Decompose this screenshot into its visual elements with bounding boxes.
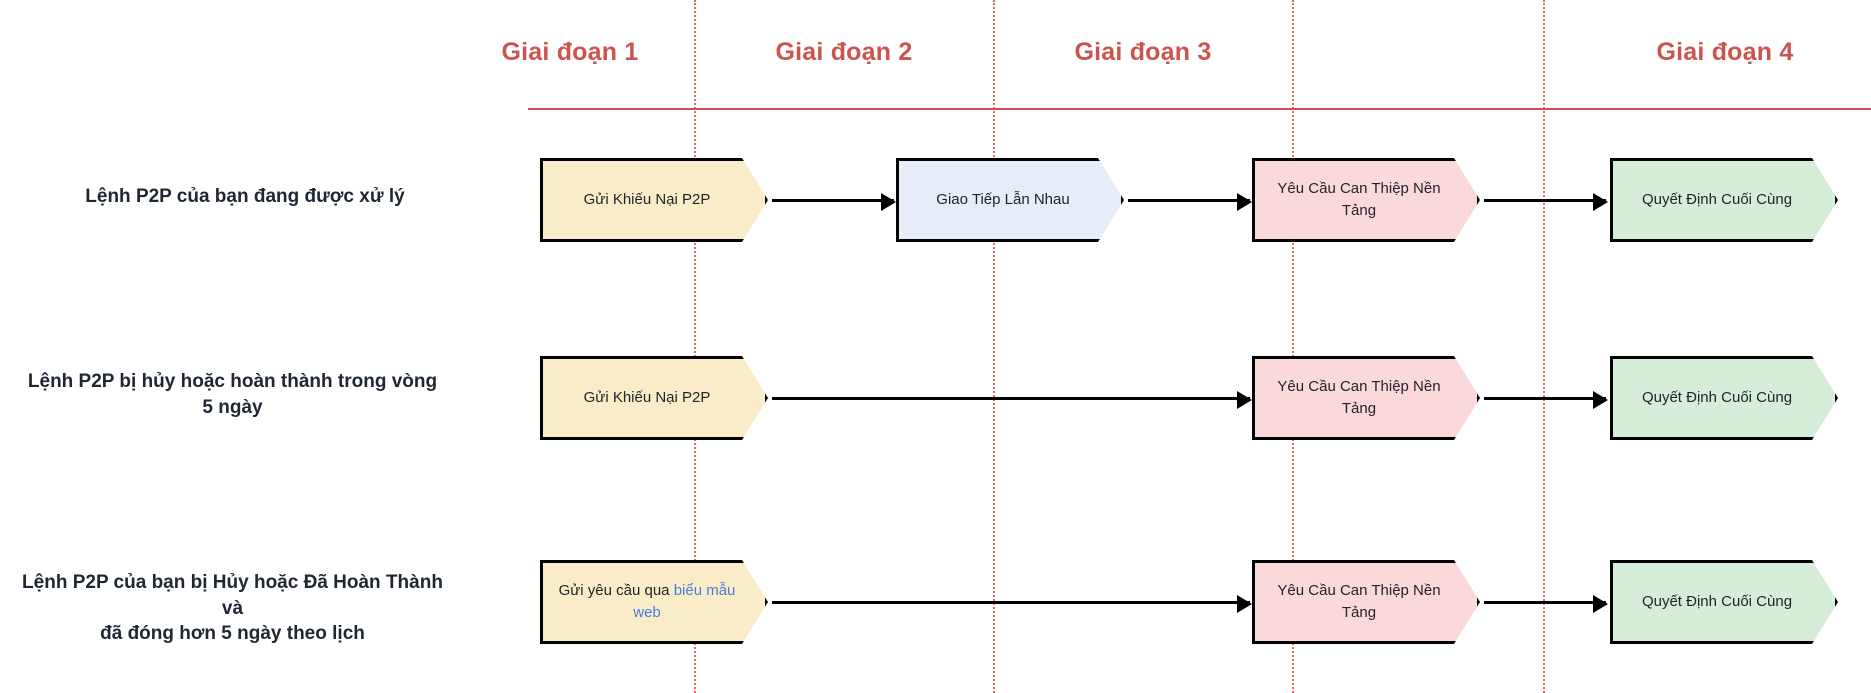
row-label-1: Lệnh P2P của bạn đang được xử lý (85, 186, 405, 207)
row3-node-3-label: Quyết Định Cuối Cùng (1641, 592, 1793, 610)
row1-node-3[interactable]: Yêu Cầu Can Thiệp Nền Tảng (1252, 158, 1480, 242)
row3-connector-1 (772, 595, 1252, 613)
phase-header-1: Giai đoạn 1 (501, 38, 639, 66)
row1-connector-3 (1484, 193, 1608, 211)
phase-header-2: Giai đoạn 2 (775, 38, 913, 66)
row-label-3-line1: Lệnh P2P của bạn bị Hủy hoặc Đã Hoàn Thà… (22, 572, 443, 619)
row-label-2: Lệnh P2P bị hủy hoặc hoàn thành trong vò… (27, 371, 438, 418)
row1-node-4[interactable]: Quyết Định Cuối Cùng (1610, 158, 1838, 242)
row1-connector-1 (772, 193, 896, 211)
row-label-3: Lệnh P2P của bạn bị Hủy hoặc Đã Hoàn Thà… (20, 570, 445, 647)
phase-header-4: Giai đoạn 4 (1656, 38, 1794, 66)
row3-node-1-prefix: Gửi yêu cầu qua (558, 581, 674, 599)
column-separator-3 (1292, 0, 1294, 693)
phase-header-3: Giai đoạn 3 (1074, 38, 1212, 66)
row1-node-1-label: Gửi Khiếu Nại P2P (583, 190, 711, 208)
row-label-3-line2: đã đóng hơn 5 ngày theo lịch (100, 623, 365, 645)
column-separator-1 (694, 0, 696, 693)
row2-node-1-label: Gửi Khiếu Nại P2P (583, 388, 711, 406)
row2-connector-2 (1484, 391, 1608, 409)
row2-node-1[interactable]: Gửi Khiếu Nại P2P (540, 356, 768, 440)
row1-node-3-label: Yêu Cầu Can Thiệp Nền Tảng (1277, 179, 1441, 219)
header-divider-rule (528, 108, 1871, 110)
row2-connector-1 (772, 391, 1252, 409)
web-form-link[interactable]: biểu mẫu web (633, 581, 736, 621)
row3-node-1-label: Gửi yêu cầu qua biểu mẫu web (555, 580, 739, 625)
row1-node-2-label: Giao Tiếp Lẫn Nhau (936, 190, 1070, 208)
row1-node-1[interactable]: Gửi Khiếu Nại P2P (540, 158, 768, 242)
column-separator-2 (993, 0, 995, 693)
row1-node-2[interactable]: Giao Tiếp Lẫn Nhau (896, 158, 1124, 242)
row2-node-3[interactable]: Quyết Định Cuối Cùng (1610, 356, 1838, 440)
row2-node-3-label: Quyết Định Cuối Cùng (1641, 388, 1793, 406)
column-separator-4 (1543, 0, 1545, 693)
row3-node-3[interactable]: Quyết Định Cuối Cùng (1610, 560, 1838, 644)
row3-node-2-label: Yêu Cầu Can Thiệp Nền Tảng (1277, 581, 1441, 621)
row2-node-2[interactable]: Yêu Cầu Can Thiệp Nền Tảng (1252, 356, 1480, 440)
row1-node-4-label: Quyết Định Cuối Cùng (1641, 190, 1793, 208)
row3-connector-2 (1484, 595, 1608, 613)
row2-node-2-label: Yêu Cầu Can Thiệp Nền Tảng (1277, 377, 1441, 417)
row3-node-1[interactable]: Gửi yêu cầu qua biểu mẫu web (540, 560, 768, 644)
row3-node-2[interactable]: Yêu Cầu Can Thiệp Nền Tảng (1252, 560, 1480, 644)
row1-connector-2 (1128, 193, 1252, 211)
